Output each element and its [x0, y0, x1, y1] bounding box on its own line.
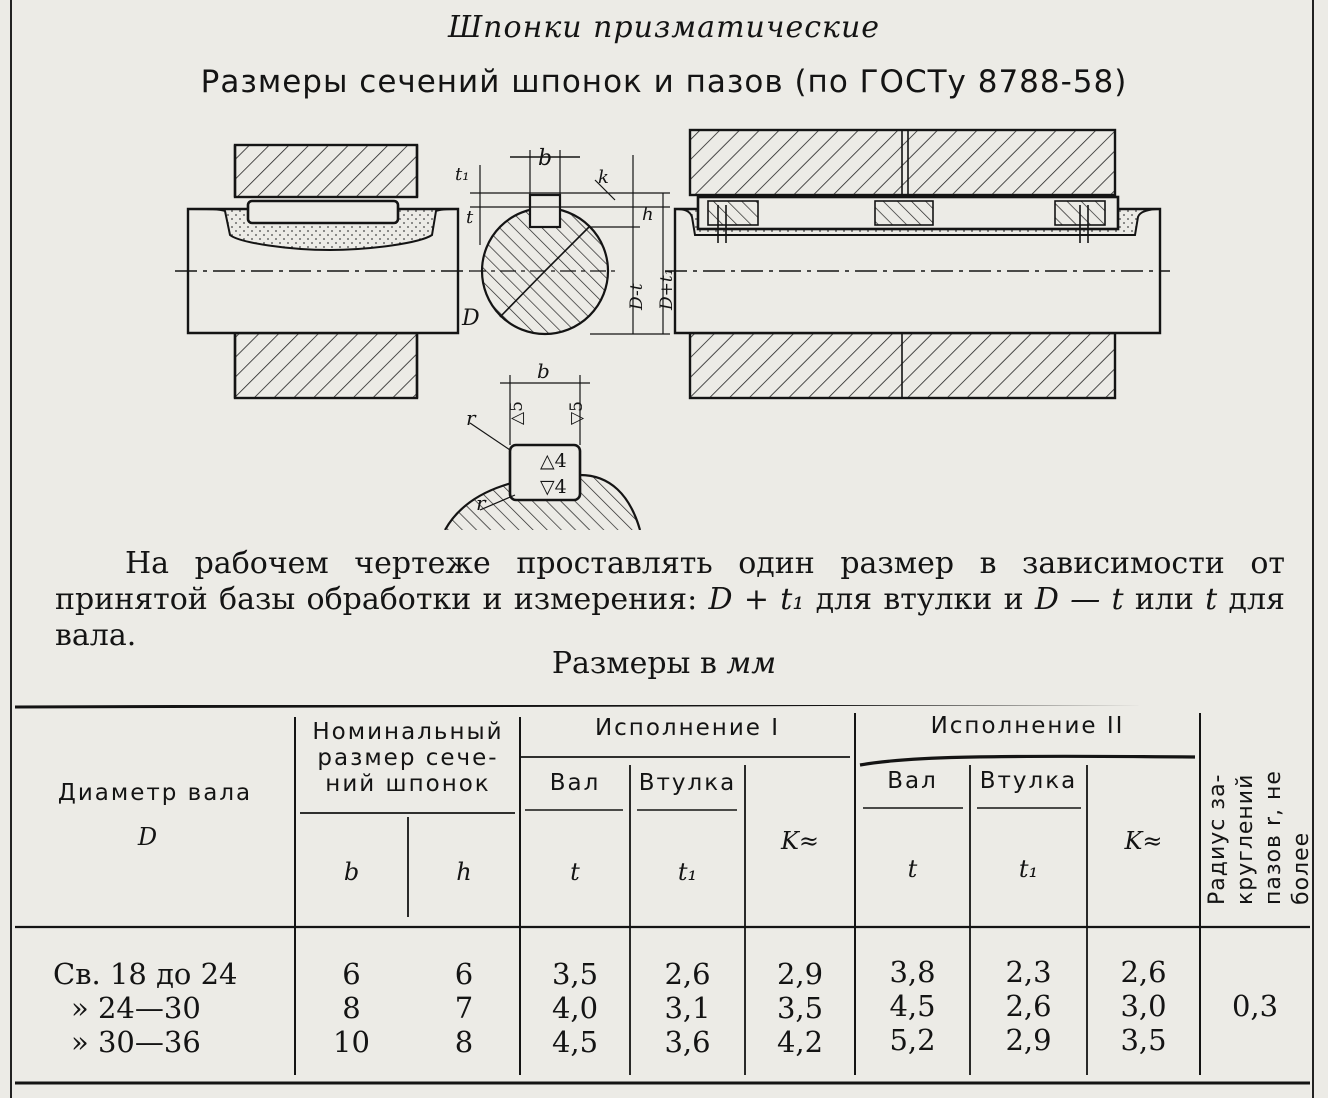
- header-t1-1: t₁: [677, 858, 698, 886]
- row-3-h: 8: [454, 1025, 474, 1059]
- label-rough-bottom: ▽4: [540, 476, 567, 498]
- note-part-4: для вала.: [55, 582, 1285, 653]
- header-nominal-line-2: размер сече-: [317, 745, 499, 771]
- row-2-t: 4,0: [551, 991, 599, 1025]
- note-formula-shaft: D — t: [1034, 582, 1124, 617]
- label-k: k: [598, 167, 609, 188]
- col-k-1: 2,9 3,5 4,2: [745, 957, 855, 1059]
- units-caption: Размеры в мм: [0, 646, 1328, 681]
- header-k-1: K≈: [780, 827, 820, 855]
- row-2-k-2: 3,0: [1120, 989, 1167, 1023]
- note-part-3: или: [1123, 582, 1206, 617]
- key-drawing: b t₁ k t h D-t D+t₁ D b r r △5 ▽5 △4 ▽4: [175, 128, 1170, 530]
- row-2-k: 3,5: [776, 991, 824, 1025]
- row-2-range: » 24—30: [71, 991, 201, 1025]
- row-1-t-2: 3,8: [889, 955, 936, 989]
- header-bushing-2: Втулка: [979, 768, 1078, 794]
- label-r-top: r: [466, 406, 477, 430]
- header-t1-2: t₁: [1018, 855, 1039, 883]
- drawing-note: На рабочем чертеже проставлять один разм…: [55, 546, 1285, 654]
- row-1-t1-2: 2,3: [1005, 955, 1052, 989]
- col-h: 6 7 8: [408, 957, 520, 1059]
- frame-left-border: [10, 0, 12, 1098]
- page-subtitle: Шпонки призматические: [447, 10, 881, 45]
- header-radius-line-2: круглений: [1233, 773, 1258, 905]
- row-3-range: » 30—36: [71, 1025, 201, 1059]
- header-diameter-symbol: D: [137, 823, 158, 851]
- row-3-t-2: 5,2: [889, 1023, 936, 1057]
- header-nominal-line-1: Номинальный: [312, 719, 504, 745]
- header-bushing-1: Втулка: [638, 770, 737, 796]
- col-b: 6 8 10: [295, 957, 408, 1059]
- label-rough-left: △5: [507, 401, 527, 425]
- row-1-t: 3,5: [551, 957, 599, 991]
- right-view: [665, 128, 1170, 400]
- label-b: b: [538, 146, 552, 171]
- cross-section: [444, 150, 670, 530]
- row-1-t1: 2,6: [664, 957, 711, 991]
- header-h: h: [456, 858, 472, 886]
- note-formula-t: t: [1205, 582, 1218, 617]
- row-2-t-2: 4,5: [889, 989, 936, 1023]
- header-nominal-line-3: ний шпонок: [325, 771, 491, 797]
- header-k-2: K≈: [1124, 827, 1163, 855]
- col-range: Св. 18 до 24 » 24—30 » 30—36: [53, 957, 293, 1059]
- header-t-2: t: [907, 855, 918, 883]
- header-nominal: Номинальный размер сече- ний шпонок: [297, 719, 519, 797]
- label-D: D: [461, 306, 480, 331]
- header-execution-2: Исполнение II: [930, 713, 1125, 739]
- note-part-1: На рабочем чертеже проставлять один разм…: [55, 546, 1285, 617]
- row-3-t1: 3,6: [664, 1025, 711, 1059]
- row-3-t1-2: 2,9: [1005, 1023, 1052, 1057]
- row-1-h: 6: [454, 957, 474, 991]
- row-1-k: 2,9: [776, 957, 824, 991]
- row-1-k-2: 2,6: [1120, 955, 1167, 989]
- radius-value: 0,3: [1231, 989, 1279, 1023]
- col-t1-1: 2,6 3,1 3,6: [630, 957, 745, 1059]
- label-t1: t₁: [455, 164, 469, 185]
- header-radius-line-1: Радиус за-: [1205, 773, 1230, 905]
- header-execution-1: Исполнение I: [594, 715, 781, 741]
- row-2-t1: 3,1: [664, 991, 711, 1025]
- frame-right-border: [1312, 0, 1314, 1098]
- table-grid: [15, 705, 1310, 1085]
- header-diameter: Диаметр вала: [57, 780, 253, 806]
- label-h: h: [642, 204, 654, 225]
- header-radius-line-4: более: [1289, 831, 1314, 905]
- header-radius-line-3: пазов r, не: [1261, 770, 1286, 905]
- header-shaft-2: Вал: [887, 768, 938, 794]
- row-2-t1-2: 2,6: [1005, 989, 1052, 1023]
- header-shaft-1: Вал: [549, 770, 601, 796]
- left-view: [175, 143, 470, 400]
- col-t-1: 3,5 4,0 4,5: [520, 957, 630, 1059]
- row-3-b: 10: [333, 1025, 370, 1059]
- label-r-bottom: r: [476, 491, 487, 515]
- label-t: t: [466, 207, 474, 228]
- units-value: мм: [726, 646, 777, 681]
- label-b2: b: [537, 359, 550, 383]
- note-formula-bushing: D + t₁: [708, 582, 805, 617]
- header-t-1: t: [570, 858, 580, 886]
- label-d-minus-t: D-t: [627, 283, 647, 311]
- note-part-2: для втулки и: [804, 582, 1035, 617]
- col-t-2: 3,8 4,5 5,2: [855, 955, 970, 1057]
- col-t1-2: 2,3 2,6 2,9: [970, 955, 1087, 1057]
- row-3-k-2: 3,5: [1120, 1023, 1167, 1057]
- row-3-k: 4,2: [776, 1025, 824, 1059]
- label-d-plus-t1: D+t₁: [657, 268, 677, 311]
- row-1-range: Св. 18 до 24: [53, 957, 238, 991]
- page-title: Размеры сечений шпонок и пазов (по ГОСТу…: [200, 64, 1128, 100]
- row-2-b: 8: [342, 991, 361, 1025]
- col-k-2: 2,6 3,0 3,5: [1087, 955, 1200, 1057]
- row-3-t: 4,5: [551, 1025, 599, 1059]
- units-label: Размеры в: [551, 646, 717, 681]
- label-rough-right: ▽5: [567, 401, 587, 425]
- label-rough-top: △4: [540, 450, 567, 472]
- dimensions-table: Диаметр вала D Номинальный размер сече- …: [15, 705, 1314, 1085]
- row-2-h: 7: [454, 991, 474, 1025]
- row-1-b: 6: [342, 957, 361, 991]
- header-b: b: [343, 858, 360, 886]
